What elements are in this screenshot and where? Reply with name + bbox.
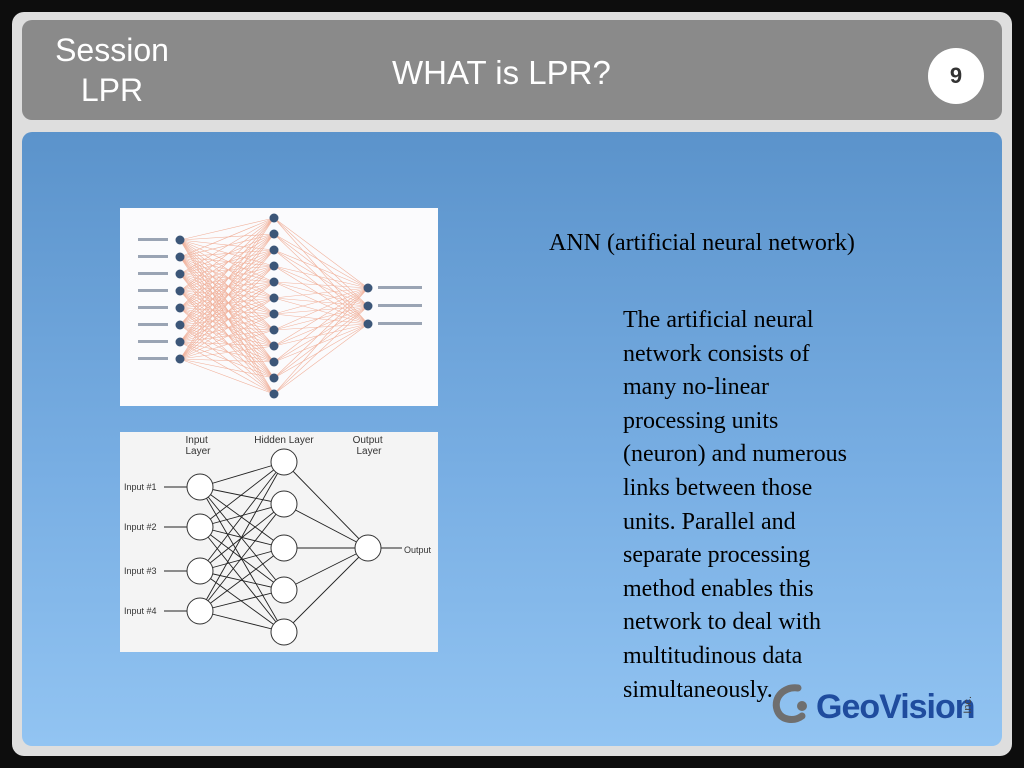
neural-network-image-colored	[120, 208, 438, 406]
output-label: Output	[404, 545, 432, 555]
network-node	[270, 534, 298, 562]
network-node	[269, 341, 279, 351]
blurred-label-mark	[138, 272, 168, 275]
network-node	[269, 277, 279, 287]
body-line: units. Parallel and	[623, 508, 796, 535]
network-node	[175, 252, 185, 262]
blurred-label-mark	[138, 340, 168, 343]
network-node	[175, 303, 185, 313]
network-node	[269, 213, 279, 223]
network-node	[186, 513, 214, 541]
neural-network-svg-colored	[138, 213, 422, 399]
network-node	[186, 557, 214, 585]
blurred-label-mark	[138, 238, 168, 241]
input-layer-word-1: Input	[185, 435, 207, 446]
network-node	[270, 618, 298, 646]
body-line: links between those	[623, 474, 813, 501]
output-layer-word-1: Output	[353, 435, 383, 446]
network-node	[354, 534, 382, 562]
network-node	[270, 448, 298, 476]
blurred-label-mark	[138, 323, 168, 326]
output-layer-word-2: Layer	[356, 446, 382, 457]
network-node	[175, 354, 185, 364]
body-line: processing units	[623, 407, 779, 434]
network-node	[270, 576, 298, 604]
neural-network-svg-bw: Input Layer Hidden Layer Output Layer In…	[124, 435, 432, 646]
network-node	[269, 229, 279, 239]
blurred-label-mark	[138, 306, 168, 309]
network-node	[269, 261, 279, 271]
body-line: method enables this	[623, 575, 814, 602]
network-node	[175, 235, 185, 245]
network-node	[270, 490, 298, 518]
body-line: network consists of	[623, 340, 810, 367]
body-line: separate processing	[623, 542, 811, 569]
network-node	[363, 301, 373, 311]
network-node	[269, 389, 279, 399]
body-line: many no-linear	[623, 374, 769, 401]
network-node	[186, 597, 214, 625]
hidden-layer-label: Hidden Layer	[254, 435, 314, 446]
network-node	[175, 269, 185, 279]
network-node	[175, 337, 185, 347]
input-label: Input #3	[124, 566, 157, 576]
network-node	[269, 309, 279, 319]
body-line: simultaneously.	[623, 676, 773, 703]
network-node	[269, 293, 279, 303]
logo-wordmark: GeoVision	[816, 688, 976, 726]
neural-network-image-bw: Input Layer Hidden Layer Output Layer In…	[120, 432, 438, 652]
blurred-label-mark	[138, 289, 168, 292]
blurred-label-mark	[378, 304, 422, 307]
body-line: (neuron) and numerous	[623, 441, 847, 468]
body-line: network to deal with	[623, 609, 821, 636]
network-node	[269, 245, 279, 255]
network-node	[175, 286, 185, 296]
page-number-badge: 9	[928, 48, 984, 104]
blurred-label-mark	[138, 357, 168, 360]
slide-content: Input Layer Hidden Layer Output Layer In…	[22, 132, 1002, 746]
input-layer-label: Input Layer	[185, 435, 211, 457]
session-label: Session LPR	[22, 30, 202, 110]
blurred-label-mark	[378, 286, 422, 289]
body-line: The artificial neural	[623, 307, 814, 333]
network-node	[363, 283, 373, 293]
geovision-logo: GeoVision Inc.	[768, 680, 978, 728]
session-line-2: LPR	[80, 72, 144, 108]
network-node	[363, 319, 373, 329]
input-label: Input #4	[124, 606, 157, 616]
output-layer-label: Output Layer	[353, 435, 386, 457]
slide-header: Session LPR WHAT is LPR? 9	[22, 20, 1002, 120]
geovision-swirl-icon	[772, 684, 807, 723]
network-node	[269, 373, 279, 383]
blurred-label-mark	[378, 322, 422, 325]
body-line: multitudinous data	[623, 642, 803, 669]
logo-suffix: Inc.	[962, 696, 974, 714]
network-node	[175, 320, 185, 330]
blurred-label-mark	[138, 255, 168, 258]
input-label: Input #1	[124, 482, 157, 492]
session-line-1: Session	[55, 32, 169, 68]
input-label: Input #2	[124, 522, 157, 532]
input-layer-word-2: Layer	[185, 446, 211, 457]
content-heading: ANN (artificial neural network)	[549, 230, 855, 256]
content-body: The artificial neural network consists of…	[623, 304, 943, 707]
network-node	[269, 325, 279, 335]
network-node	[186, 473, 214, 501]
network-node	[269, 357, 279, 367]
slide-title: WHAT is LPR?	[392, 54, 611, 91]
